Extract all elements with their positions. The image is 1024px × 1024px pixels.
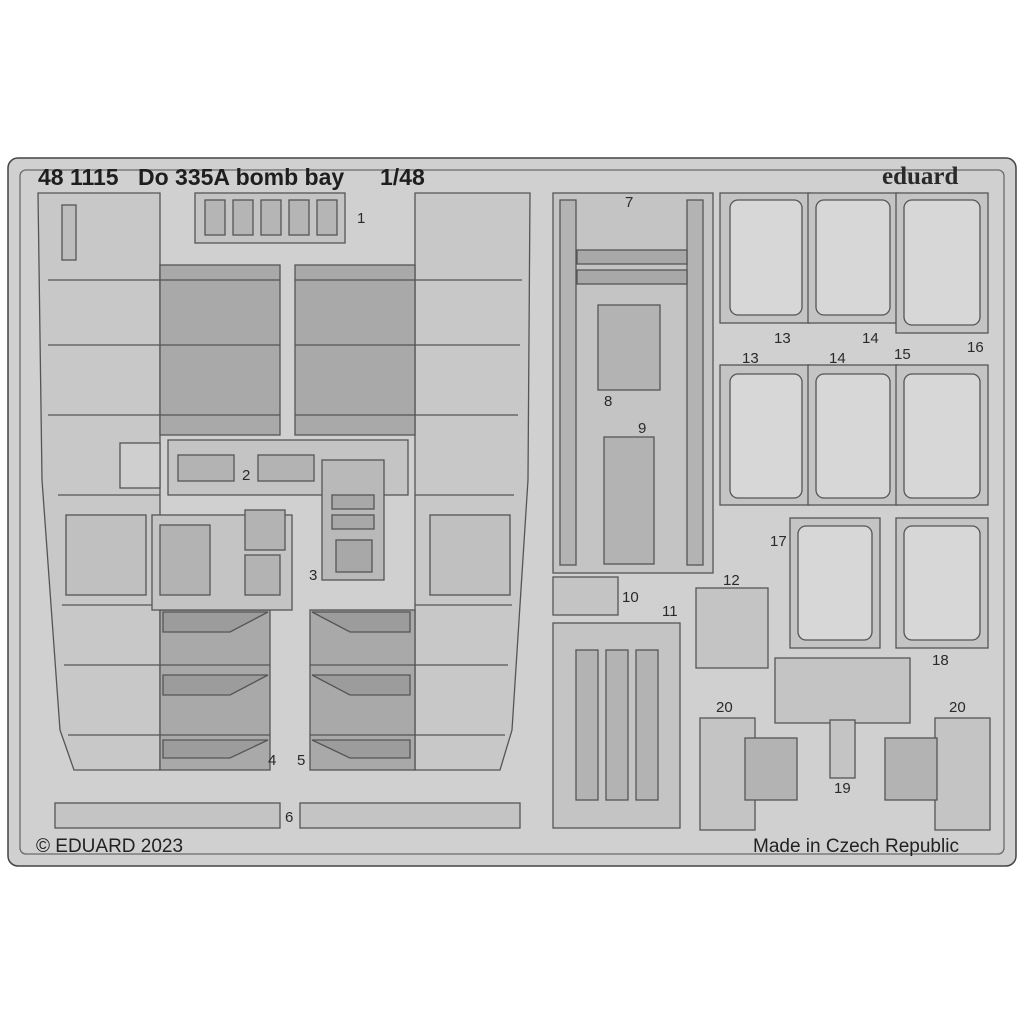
part-10	[552, 576, 619, 616]
part-label-17: 17	[770, 533, 787, 550]
origin-text: Made in Czech Republic	[753, 836, 959, 857]
panels-row-3	[789, 517, 989, 649]
part-label-9: 9	[638, 420, 646, 437]
part-label-11: 11	[662, 603, 678, 620]
part-label-14b: 14	[829, 350, 846, 367]
part-8	[597, 304, 661, 391]
copyright-text: © EDUARD 2023	[36, 836, 183, 857]
part-label-6: 6	[285, 809, 293, 826]
part-20-left	[699, 717, 798, 831]
part-label-10: 10	[622, 589, 639, 606]
part-7-rails	[552, 192, 714, 574]
bomb-bay-door-left	[37, 192, 281, 771]
part-label-12: 12	[723, 572, 740, 589]
part-label-8: 8	[604, 393, 612, 410]
part-12	[695, 587, 769, 669]
part-label-7: 7	[625, 194, 633, 211]
panels-row-2	[719, 364, 989, 506]
part-label-14a: 14	[862, 330, 879, 347]
part-3	[151, 459, 385, 611]
panels-row-1	[719, 192, 989, 334]
part-label-13a: 13	[774, 330, 791, 347]
part-label-3: 3	[309, 567, 317, 584]
part-9	[603, 436, 655, 565]
part-label-15: 15	[894, 346, 911, 363]
part-1-clips	[194, 192, 346, 244]
part-11	[552, 622, 681, 829]
part-6-tabs	[54, 802, 521, 829]
bomb-bay-door-right	[294, 192, 531, 771]
set-number: 48 1115	[38, 164, 119, 190]
part-5-hinges	[311, 611, 411, 759]
part-label-19: 19	[834, 780, 851, 797]
part-20-right	[884, 717, 991, 831]
brand-logo: eduard	[882, 163, 959, 190]
part-label-13b: 13	[742, 350, 759, 367]
part-4-hinges	[162, 611, 269, 759]
part-label-20b: 20	[949, 699, 966, 716]
part-label-5: 5	[297, 752, 305, 769]
fret-inner-border	[19, 169, 1005, 855]
part-label-2: 2	[242, 467, 250, 484]
part-label-4: 4	[268, 752, 276, 769]
sheet-title: Do 335A bomb bay	[138, 164, 344, 190]
part-label-20a: 20	[716, 699, 733, 716]
sheet-scale: 1/48	[380, 164, 425, 190]
part-19	[774, 657, 911, 779]
part-label-1: 1	[357, 210, 365, 227]
part-label-16: 16	[967, 339, 984, 356]
part-label-18: 18	[932, 652, 949, 669]
